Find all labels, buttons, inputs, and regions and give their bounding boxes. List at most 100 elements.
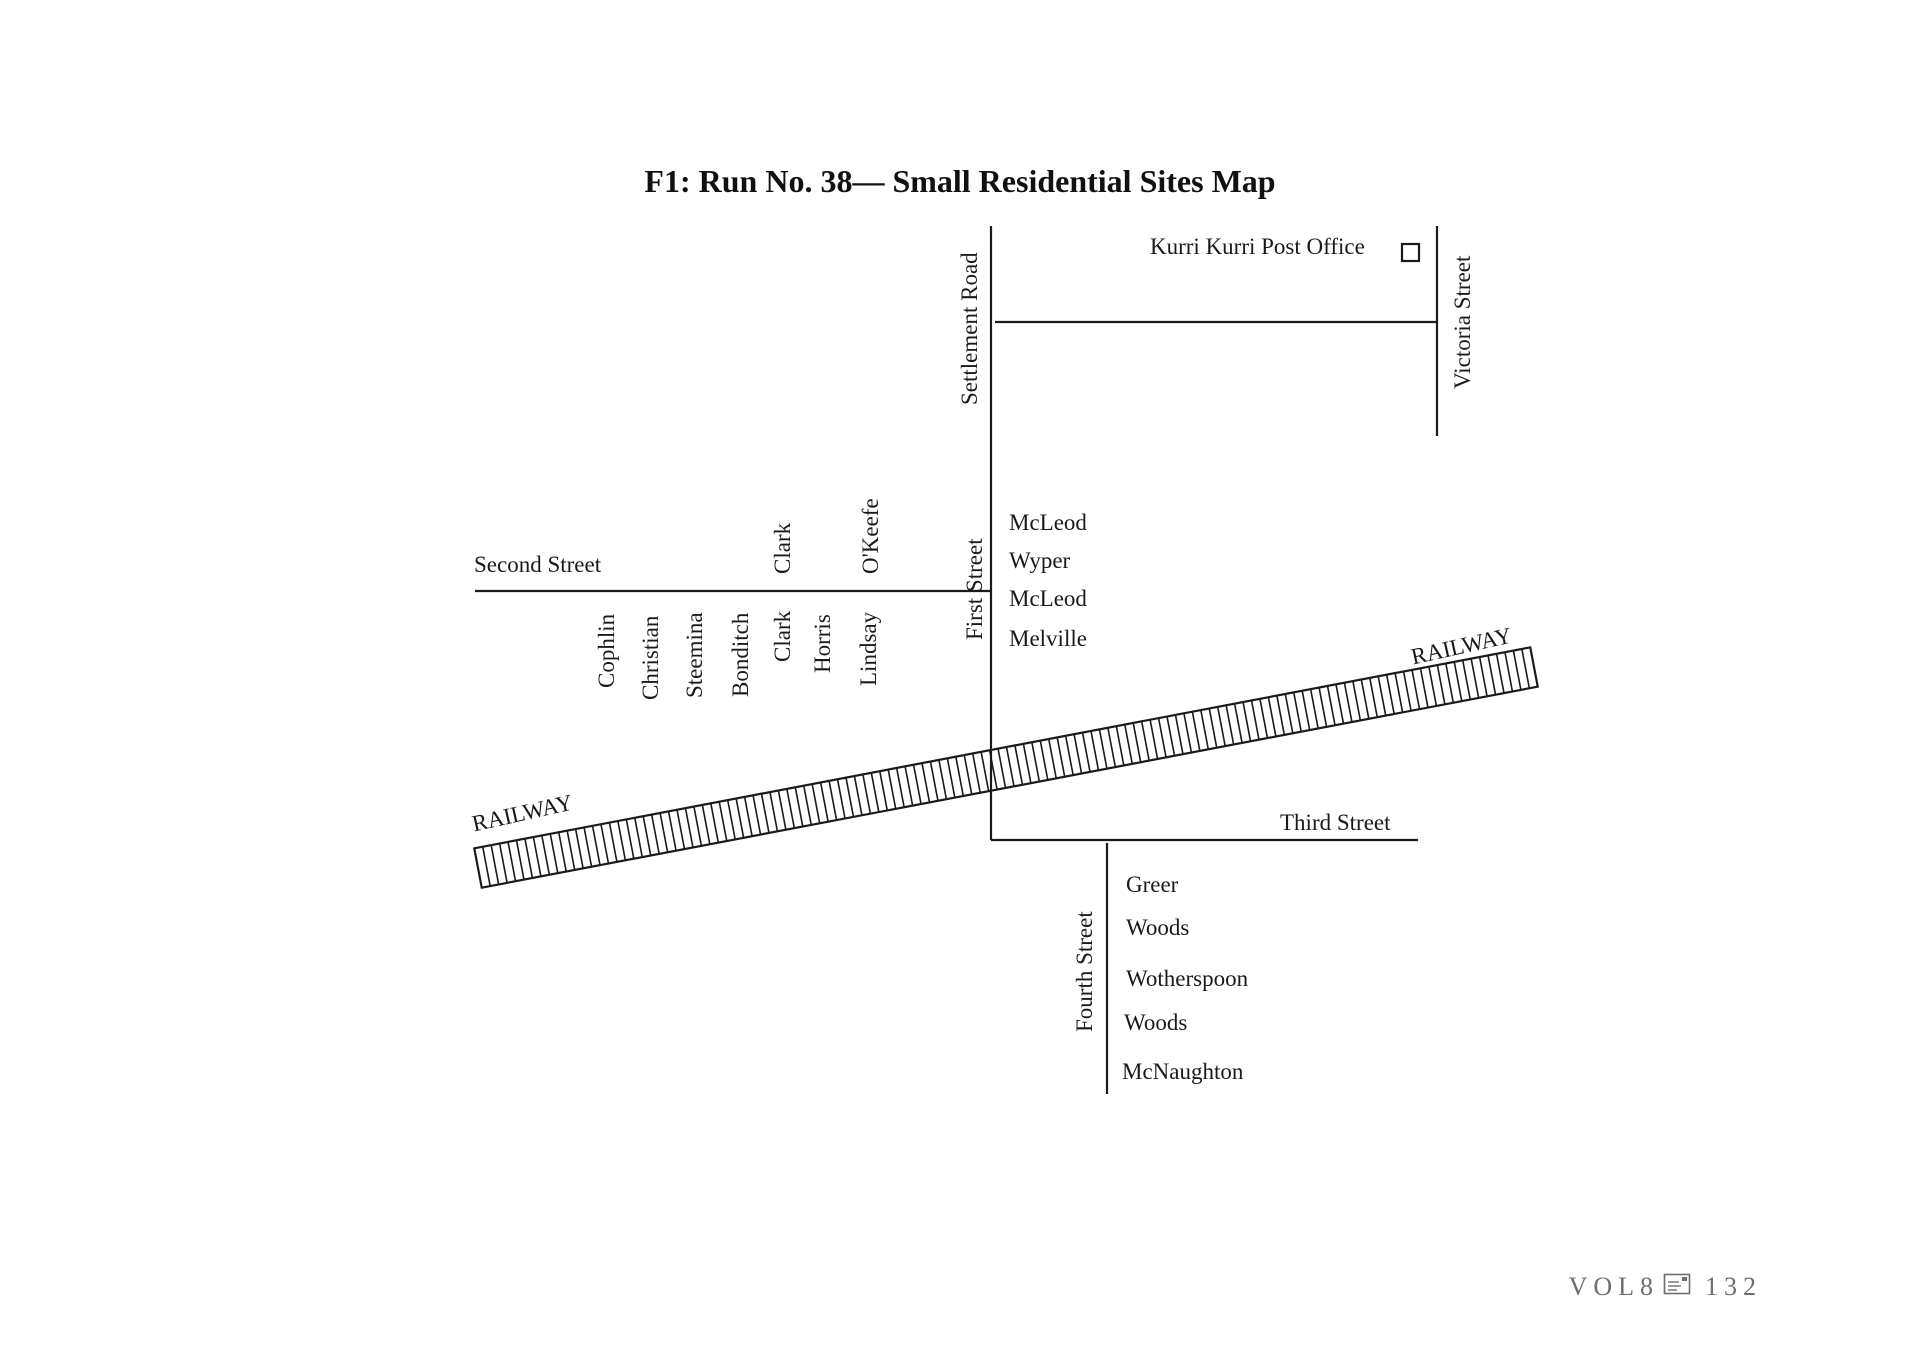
railway-tie [684,808,694,848]
railway-tie [1487,655,1497,695]
railway-tie [490,844,500,885]
lot-label-south: Cophlin [594,613,619,688]
railway-tie [1098,729,1108,769]
railway-tie [752,795,762,835]
railway-tie [887,769,897,810]
railway-tie [1242,701,1252,742]
third-street-label: Third Street [1280,810,1391,835]
railway-tie [963,754,973,795]
railway-tie [997,748,1007,789]
railway-tie [1115,725,1125,766]
railway-tie [1123,724,1134,764]
railway-tie [1377,676,1387,716]
railway-track [472,646,1540,889]
lot-label-fourth-street: Woods [1124,1010,1188,1035]
railway-tie [676,809,686,850]
lot-label-south: Christian [638,615,663,700]
lot-label-south: Steemina [682,612,707,698]
railway-tie [625,819,635,859]
railway-tie [1073,734,1083,774]
railway-tie [1014,745,1024,785]
railway-tie [1276,695,1286,736]
railway-tie [1259,698,1269,739]
railway-tie [1445,663,1455,703]
railway-tie [845,777,855,818]
railway-tie [938,759,948,800]
lot-label-first-street: McLeod [1009,586,1087,611]
railway-tie [828,780,838,821]
railway-tie [498,843,508,883]
second-street-label: Second Street [474,552,602,577]
lot-label-first-street: McLeod [1009,510,1087,535]
railway-tie [726,799,736,840]
railway-tie [870,772,880,813]
railway-tie [836,779,846,819]
railway-tie [1005,746,1015,787]
fourth-street-label: Fourth Street [1072,911,1097,1032]
lot-label-fourth-street: Wotherspoon [1126,966,1249,991]
railway-tie [921,762,931,803]
lot-label-north: Clark [770,522,795,574]
railway-tie [1521,648,1531,689]
railway-tie [600,824,610,864]
railway-tie [1166,716,1176,756]
railway-tie [1335,684,1345,724]
railway-tie [971,753,981,793]
railway-tie [1208,708,1218,748]
mail-icon [1663,1272,1691,1302]
railway-tie [524,838,534,879]
railway-tie [904,766,914,806]
railway-tie [1064,735,1074,776]
post-office-icon [1400,242,1421,263]
railway-tie [1140,721,1150,761]
railway-tie [1368,677,1379,718]
railway-tie [557,832,568,872]
railway-tie [1402,671,1412,711]
railway-tie [946,758,956,798]
page-footer: VOL8 132 [1569,1272,1762,1302]
railway-tie [769,791,779,832]
railway-tie [1022,743,1032,784]
railway-tie [1132,722,1142,763]
railway-tie [1309,689,1319,729]
railway-tie [1216,706,1226,747]
railway-tie [1318,687,1328,727]
lot-label-south: Lindsay [856,611,881,686]
railway-tie [507,841,517,882]
lot-label-south: Clark [770,610,795,662]
railway-tie [1149,719,1159,760]
railway-tie [1157,717,1167,758]
railway-tie [1419,668,1429,708]
railway-tie [617,820,627,861]
railway-tie [718,801,728,842]
railway-tie [659,812,669,853]
railway-tie [1352,680,1362,721]
railway-tie [777,790,787,830]
railway-tie [1495,653,1505,694]
railway-tie [1428,666,1438,707]
railway-tie [1090,730,1100,771]
railway-tie [591,825,601,866]
railway-tie [955,756,965,797]
first-street-label: First Street [962,538,987,640]
post-office-label: Kurri Kurri Post Office [1150,234,1365,259]
railway-tie [895,767,905,808]
railway-tie [1478,656,1488,697]
lot-label-first-street: Wyper [1009,548,1071,573]
railway-tie [735,798,745,838]
railway-tie [1453,661,1463,702]
railway-tie [1081,732,1091,773]
railway-tie [1039,740,1049,781]
railway-tie [802,785,813,826]
railway-tie [811,783,821,824]
railway-tie [929,761,939,801]
railway-tie [566,830,576,871]
lot-label-south: Horris [810,614,835,673]
victoria-street-label: Victoria Street [1450,255,1475,389]
lot-label-fourth-street: Greer [1126,872,1179,897]
railway-tie [1250,700,1260,740]
railway-tie [1326,685,1336,726]
railway-tie [608,822,618,863]
lot-label-fourth-street: McNaughton [1122,1059,1244,1084]
